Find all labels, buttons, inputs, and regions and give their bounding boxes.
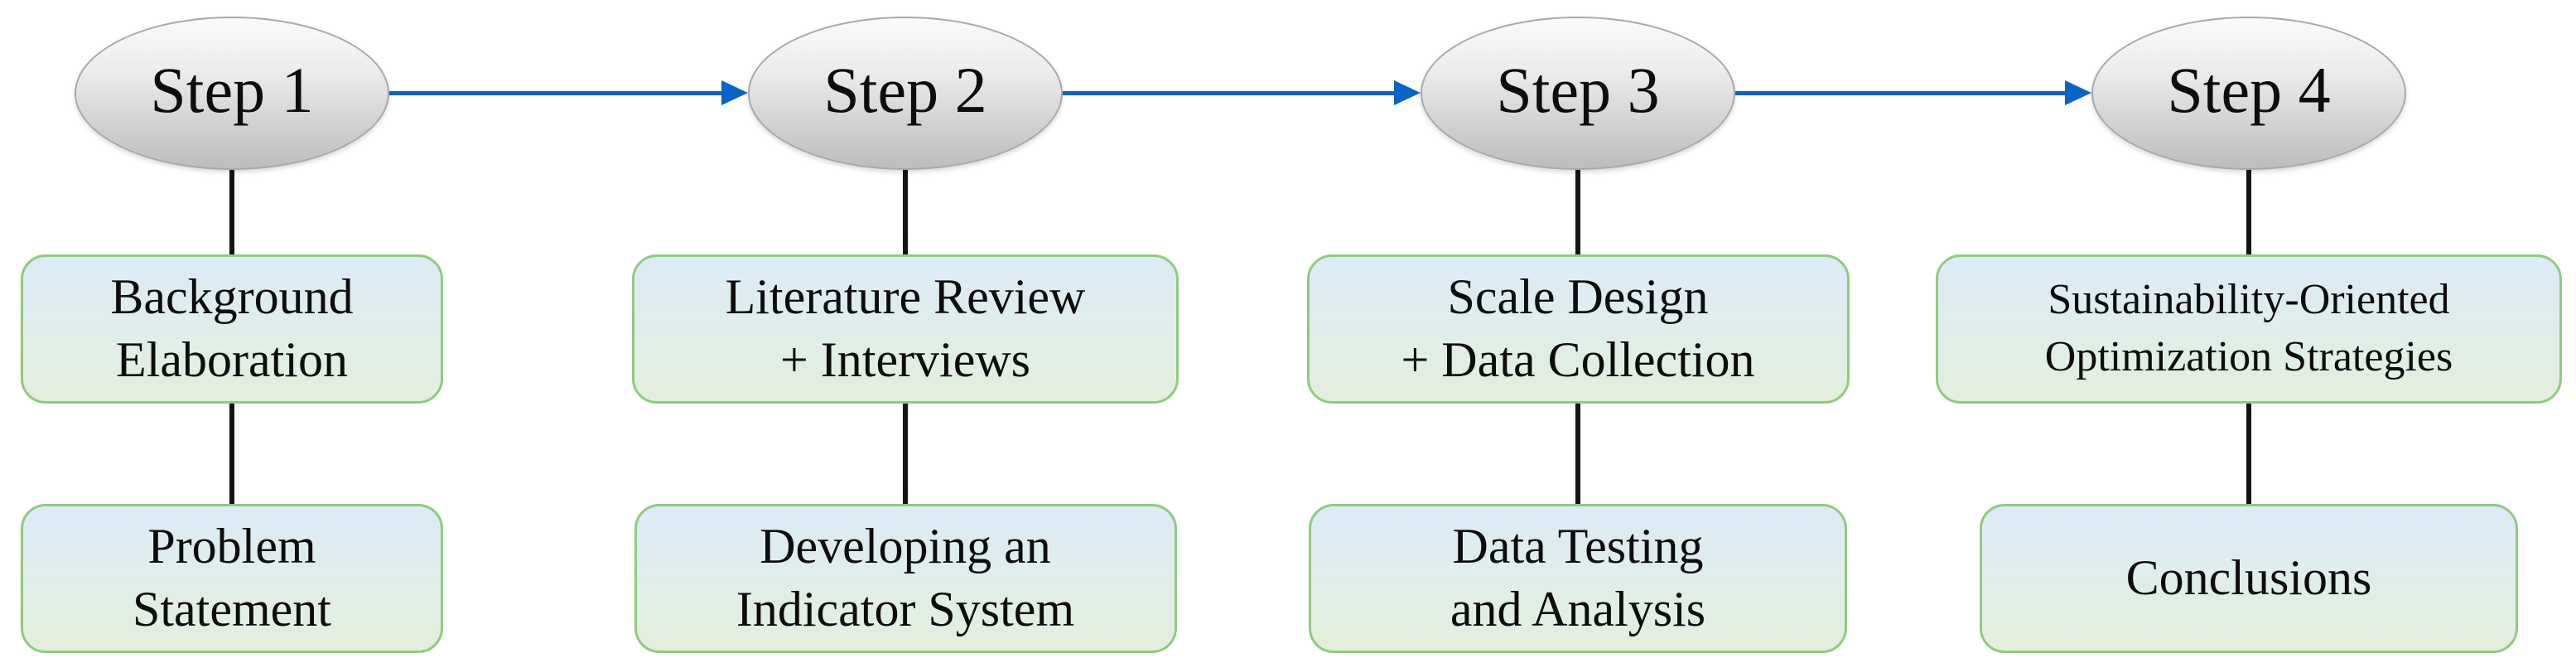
box-line-1: Developing an: [760, 519, 1051, 574]
step-1-connector-bottom: [229, 404, 234, 504]
step-3-box-2: Data Testing and Analysis: [1309, 504, 1847, 653]
box-line-2: Optimization Strategies: [2044, 333, 2453, 380]
step-4-connector-bottom: [2246, 404, 2251, 504]
step-1-box-2: Problem Statement: [21, 504, 443, 653]
box-line-1: Scale Design: [1447, 269, 1709, 325]
arrow-head-icon: [721, 80, 748, 105]
step-1-ellipse: Step 1: [75, 17, 389, 170]
box-line-1: Literature Review: [725, 269, 1086, 325]
box-line-2: Statement: [133, 582, 331, 636]
step-2-box-2: Developing an Indicator System: [634, 504, 1177, 653]
step-1-box-1: Background Elaboration: [21, 254, 443, 404]
box-line-1: Problem: [147, 519, 316, 574]
arrow-line: [389, 91, 724, 95]
step-4-box-2: Conclusions: [1980, 504, 2518, 653]
step-3-box-1: Scale Design + Data Collection: [1306, 254, 1850, 404]
arrow-line: [1735, 91, 2067, 95]
step-1-column: Step 1 Background Elaboration Problem St…: [21, 0, 443, 653]
box-line-1: Sustainability-Oriented: [2048, 276, 2450, 324]
step-2-connector-bottom: [903, 404, 908, 504]
step-3-column: Step 3 Scale Design + Data Collection Da…: [1305, 0, 1851, 653]
box-line-1: Conclusions: [2125, 550, 2372, 606]
step-2-ellipse: Step 2: [748, 17, 1063, 170]
step-4-connector-top: [2246, 170, 2251, 254]
step-1-label: Step 1: [150, 53, 314, 126]
step-2-column: Step 2 Literature Review + Interviews De…: [632, 0, 1179, 653]
step-4-box-1: Sustainability-Oriented Optimization Str…: [1936, 254, 2562, 404]
arrow-line: [1063, 91, 1397, 95]
step-4-ellipse: Step 4: [2091, 17, 2406, 170]
step-3-label: Step 3: [1496, 53, 1660, 126]
step-2-box-1: Literature Review + Interviews: [632, 254, 1179, 404]
box-line-1: Background: [110, 269, 354, 325]
step-3-connector-top: [1575, 170, 1580, 254]
step-1-connector-top: [229, 170, 234, 254]
step-3-ellipse: Step 3: [1421, 17, 1735, 170]
step-2-connector-top: [903, 170, 908, 254]
box-line-2: Elaboration: [116, 332, 348, 387]
box-line-2: and Analysis: [1450, 582, 1706, 636]
arrow-head-icon: [2065, 80, 2091, 105]
box-line-2: + Interviews: [779, 332, 1031, 387]
step-4-label: Step 4: [2167, 53, 2331, 126]
step-3-connector-bottom: [1575, 404, 1580, 504]
box-line-2: + Data Collection: [1401, 332, 1755, 387]
box-line-1: Data Testing: [1452, 519, 1704, 574]
arrow-head-icon: [1394, 80, 1421, 105]
box-line-2: Indicator System: [736, 582, 1075, 636]
step-2-label: Step 2: [823, 53, 987, 126]
step-4-column: Step 4 Sustainability-Oriented Optimizat…: [1934, 0, 2564, 653]
